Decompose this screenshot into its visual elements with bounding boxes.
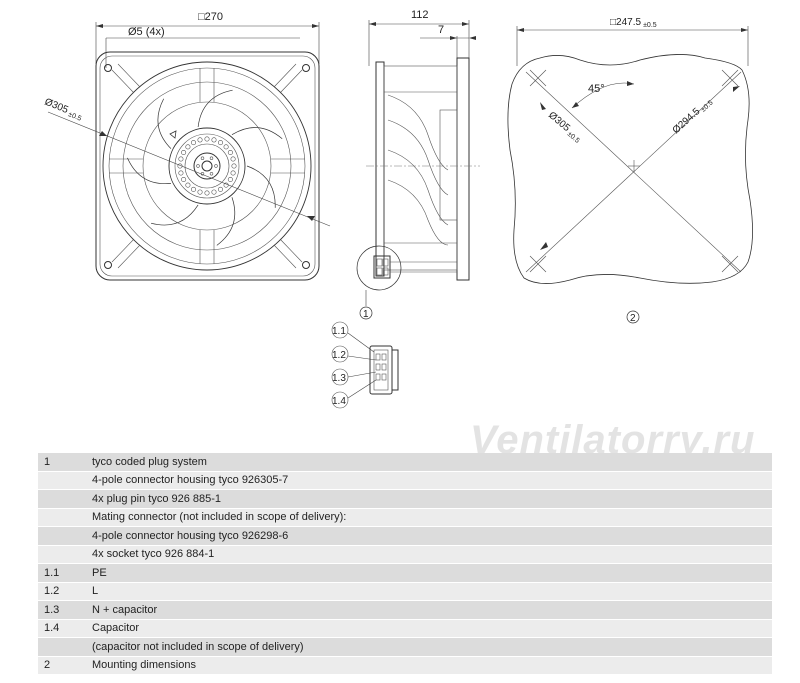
- hub-rib: [191, 186, 197, 192]
- legend-number: [38, 471, 86, 490]
- legend-text: Mounting dimensions: [86, 656, 772, 675]
- legend-text: 4-pole connector housing tyco 926298-6: [86, 526, 772, 546]
- pin-label-1-4: 1.4: [332, 396, 346, 407]
- hub-screw: [209, 172, 214, 176]
- dim-depth-label: 112: [411, 9, 429, 21]
- mounting-view: □247.5±0.5 45° Ø305±0.5 Ø294.5±: [507, 17, 753, 324]
- hub-rib: [181, 177, 187, 183]
- impeller-blade: [157, 98, 172, 149]
- legend-text: Capacitor: [86, 619, 772, 638]
- hub-rib: [211, 189, 217, 195]
- legend-number: 1.4: [38, 619, 86, 638]
- legend-text: 4-pole connector housing tyco 926305-7: [86, 471, 772, 490]
- hub-screw: [209, 156, 214, 160]
- hub-rib: [218, 140, 224, 146]
- dim-2945-label: Ø294.5±0.5: [671, 96, 715, 137]
- legend-number: [38, 489, 86, 509]
- hub-rib: [204, 190, 210, 196]
- legend-text: L: [86, 582, 772, 601]
- hub-rib: [230, 156, 236, 162]
- legend-number: [38, 637, 86, 657]
- hub-rib: [178, 170, 184, 176]
- pin-label-1-1: 1.1: [332, 326, 346, 337]
- legend-number: 1.3: [38, 600, 86, 620]
- legend-text: tyco coded plug system: [86, 453, 772, 472]
- hub-rib: [191, 140, 197, 146]
- hub-rib: [227, 150, 233, 156]
- legend-row: 4x socket tyco 926 884-1: [38, 545, 772, 564]
- legend-text: Mating connector (not included in scope …: [86, 508, 772, 527]
- dim-holes-label: Ø5 (4x): [128, 26, 165, 38]
- legend-row: 4-pole connector housing tyco 926305-7: [38, 471, 772, 490]
- legend-number: 2: [38, 656, 86, 675]
- dim-width-label: □270: [198, 11, 223, 23]
- dim-flange-label: 7: [438, 24, 444, 36]
- hub-rib: [230, 170, 236, 176]
- legend-text: (capacitor not included in scope of deli…: [86, 637, 772, 657]
- impeller-blade: [216, 197, 236, 246]
- front-view: □270 Ø5 (4x): [43, 11, 331, 281]
- hub-rib: [178, 156, 184, 162]
- hub-rib: [185, 182, 191, 188]
- impeller-blade: [150, 204, 199, 226]
- impeller-blade: [246, 165, 276, 208]
- legend-number: 1.2: [38, 582, 86, 601]
- legend-number: [38, 526, 86, 546]
- legend-number: 1.1: [38, 563, 86, 583]
- legend-number: [38, 545, 86, 564]
- mounting-callout-2: 2: [630, 313, 636, 324]
- pin-labels: 1.1 1.2 1.3 1.4: [331, 321, 377, 409]
- hub-rib: [218, 186, 224, 192]
- legend-text: PE: [86, 563, 772, 583]
- dim-square-label: □247.5±0.5: [610, 17, 657, 29]
- legend-row: 4x plug pin tyco 926 885-1: [38, 489, 772, 509]
- hub-rib: [181, 150, 187, 156]
- hub-rib: [204, 136, 210, 142]
- side-view: 112 7 1: [331, 9, 480, 409]
- impeller-blade: [231, 127, 283, 140]
- legend-text: N + capacitor: [86, 600, 772, 620]
- legend-text: 4x plug pin tyco 926 885-1: [86, 489, 772, 509]
- detail-callout-1: 1: [363, 309, 369, 320]
- hub-rib: [197, 189, 203, 195]
- hub-screw: [200, 156, 205, 160]
- dim-305-label: Ø305±0.5: [545, 110, 583, 145]
- impeller-blade: [197, 89, 233, 128]
- legend-row: (capacitor not included in scope of deli…: [38, 637, 772, 657]
- hub-rib: [211, 137, 217, 143]
- pin-label-1-3: 1.3: [332, 373, 346, 384]
- pin-label-1-2: 1.2: [332, 350, 346, 361]
- legend-text: 4x socket tyco 926 884-1: [86, 545, 772, 564]
- hub-rib: [185, 144, 191, 150]
- hub-rib: [197, 137, 203, 143]
- hub-rib: [227, 177, 233, 183]
- hub-screw: [196, 164, 200, 168]
- legend-row: 4-pole connector housing tyco 926298-6: [38, 526, 772, 546]
- hub-rib: [223, 144, 229, 150]
- hub-rib: [231, 163, 237, 169]
- impeller-blade: [127, 157, 171, 185]
- legend-number: [38, 508, 86, 527]
- legend-row: Mating connector (not included in scope …: [38, 508, 772, 527]
- hub-screw: [214, 164, 218, 168]
- dim-ring-label: Ø305±0.5: [43, 97, 85, 123]
- technical-drawing: □270 Ø5 (4x): [43, 9, 753, 409]
- legend-number: 1: [38, 453, 86, 472]
- dim-angle-label: 45°: [588, 83, 605, 95]
